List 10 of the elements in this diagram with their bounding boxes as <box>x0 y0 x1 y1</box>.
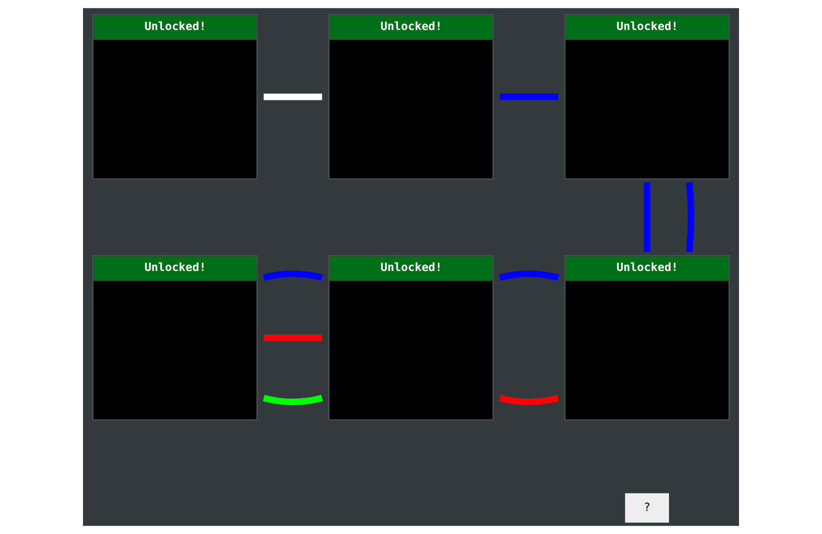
connector <box>644 182 650 252</box>
connector <box>686 182 694 252</box>
connector <box>262 394 323 406</box>
connector <box>262 270 323 281</box>
connector <box>264 94 322 100</box>
connector <box>498 270 559 281</box>
label: ? <box>644 500 650 514</box>
connector <box>498 394 559 406</box>
connector <box>500 94 558 100</box>
connector <box>264 334 322 342</box>
